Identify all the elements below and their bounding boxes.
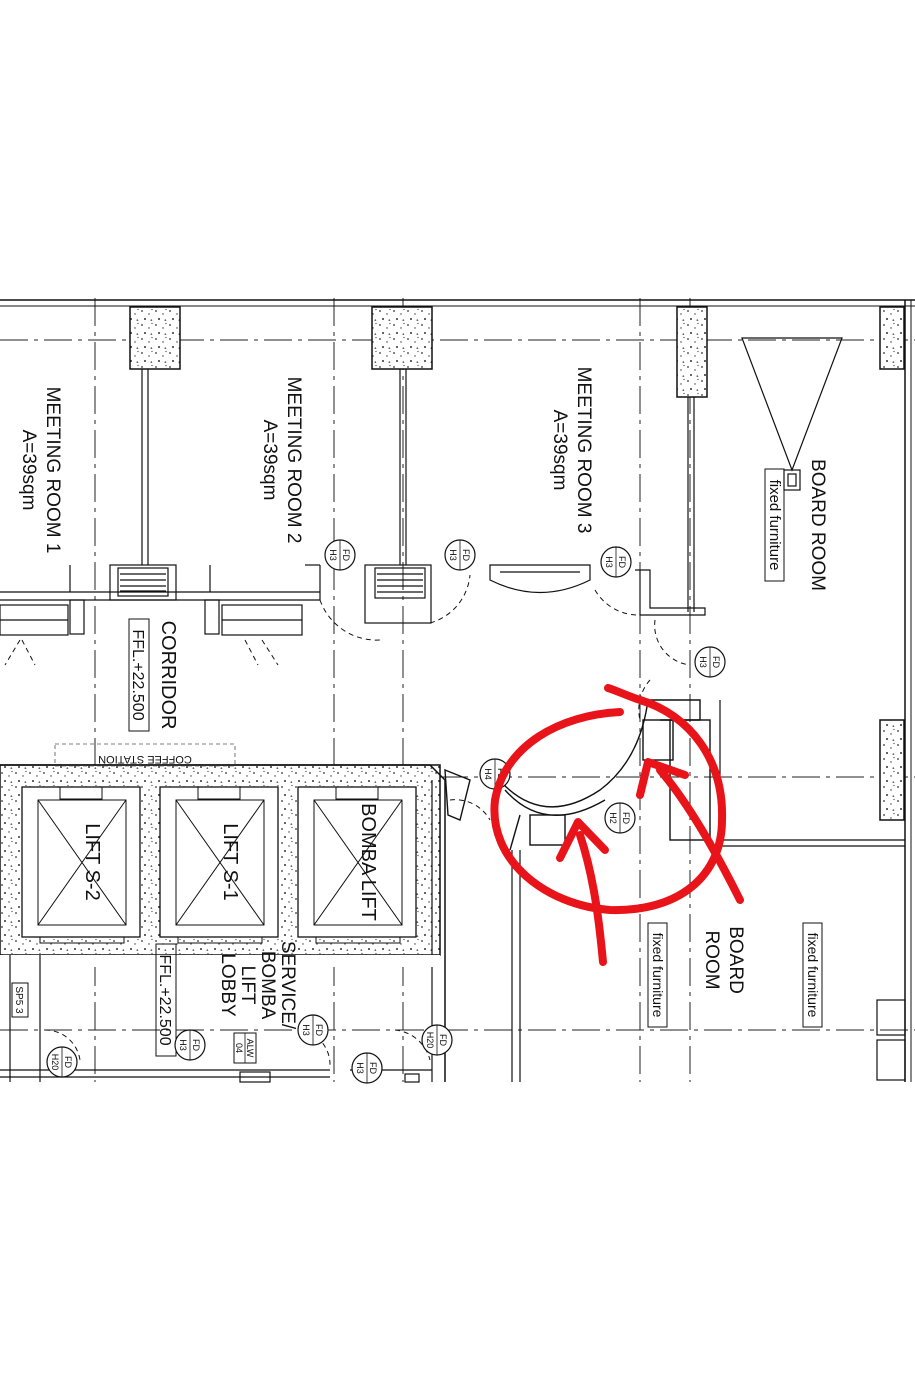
svg-text:COFFEE STATION: COFFEE STATION: [98, 753, 192, 765]
red-arrow-left: [556, 818, 609, 966]
corridor-wall: [0, 564, 706, 635]
lift-lobby-ffl-tag: FFL.+22.500: [155, 943, 177, 1057]
corridor-label: CORRIDOR: [157, 621, 179, 730]
bomba-lift-label: BOMBA LIFT: [357, 803, 379, 921]
svg-text:A=39sqm: A=39sqm: [18, 430, 39, 511]
svg-text:LIFT S-2: LIFT S-2: [81, 823, 103, 900]
door-tag-code: H3: [355, 1062, 365, 1074]
lift-s1-label: LIFT S-1: [219, 823, 241, 900]
coffee-station-label: COFFEE STATION: [98, 753, 192, 765]
svg-text:MEETING ROOM 3: MEETING ROOM 3: [573, 367, 594, 534]
meeting-room-2-label: MEETING ROOM 2 A=39sqm: [259, 377, 304, 544]
door-tag-type: FD: [341, 549, 351, 561]
lift-shaft-s1: [159, 786, 279, 938]
svg-text:A=39sqm: A=39sqm: [549, 410, 570, 491]
columns: [129, 306, 905, 821]
board-room-bottom-label: BOARD ROOM: [701, 926, 746, 994]
partition-walls: [141, 369, 695, 612]
svg-text:BOARD: BOARD: [725, 926, 746, 994]
svg-text:fixed furniture: fixed furniture: [805, 933, 821, 1018]
projector-symbol: [741, 337, 843, 491]
red-circle: [490, 684, 727, 915]
door-tag-code: H3: [178, 1039, 188, 1051]
door-tag-type: FD: [438, 1034, 448, 1046]
lift-shaft-s2: [21, 786, 141, 938]
svg-text:BOMBA: BOMBA: [257, 951, 278, 1020]
svg-text:04: 04: [234, 1043, 244, 1053]
door-tag-type: FD: [191, 1039, 201, 1051]
board-room-bottom-note-2: fixed furniture: [802, 922, 823, 1028]
svg-text:A=39sqm: A=39sqm: [259, 420, 280, 501]
board-room-top-note: fixed furniture: [764, 468, 785, 582]
door-panels: [0, 604, 303, 636]
svg-text:fixed furniture: fixed furniture: [766, 480, 783, 571]
door-tag-type: FD: [314, 1024, 324, 1036]
door-tag-type: FD: [617, 556, 627, 568]
door-tag-code: H3: [604, 556, 614, 568]
svg-text:FFL.+22.500: FFL.+22.500: [129, 629, 146, 720]
door-tag-type: FD: [63, 1056, 73, 1068]
meeting-room-1-label: MEETING ROOM 1 A=39sqm: [18, 387, 63, 554]
corridor-ffl-tag: FFL.+22.500: [128, 618, 150, 732]
svg-text:ROOM: ROOM: [701, 930, 722, 989]
door-tag-code: H3: [698, 656, 708, 668]
svg-text:LOBBY: LOBBY: [217, 953, 238, 1017]
sp-tag: SP5 3: [11, 982, 29, 1018]
door-tag-code: H20: [425, 1032, 435, 1049]
svg-text:fixed furniture: fixed furniture: [650, 933, 666, 1018]
svg-text:SP5 3: SP5 3: [13, 986, 24, 1014]
svg-text:LIFT: LIFT: [237, 965, 258, 1004]
lift-core: [0, 764, 446, 1082]
door-tag-type: FD: [461, 549, 471, 561]
door-tag-type: FD: [368, 1062, 378, 1074]
door-tag-type: FD: [711, 656, 721, 668]
board-room-top-label: BOARD ROOM: [807, 459, 828, 591]
svg-text:LIFT S-1: LIFT S-1: [219, 823, 241, 900]
door-tag-code: H2: [608, 812, 618, 824]
lift-shaft-bomba: [297, 786, 417, 938]
coffee-station-box: [54, 743, 236, 767]
svg-text:BOARD ROOM: BOARD ROOM: [807, 459, 828, 591]
red-arrow-right: [636, 758, 744, 904]
alw-tag: ALW 04: [233, 1032, 257, 1064]
svg-text:MEETING ROOM 2: MEETING ROOM 2: [283, 377, 304, 544]
board-room-bottom-note: fixed furniture: [647, 922, 668, 1028]
svg-text:MEETING ROOM 1: MEETING ROOM 1: [42, 387, 63, 554]
door-tag-code: H3: [301, 1024, 311, 1036]
door-tag-code: H4: [483, 768, 493, 780]
door-tag-type: FD: [621, 812, 631, 824]
svg-text:ALW: ALW: [245, 1039, 255, 1058]
svg-text:CORRIDOR: CORRIDOR: [157, 621, 179, 730]
svg-text:SERVICE/: SERVICE/: [277, 941, 298, 1030]
meeting-room-3-label: MEETING ROOM 3 A=39sqm: [549, 367, 594, 534]
door-tag-code: H20: [50, 1054, 60, 1071]
red-markup-annotation: [490, 684, 744, 966]
svg-text:FFL.+22.500: FFL.+22.500: [156, 954, 173, 1045]
lift-s2-label: LIFT S-2: [81, 823, 103, 900]
exterior-wall: [0, 299, 915, 1082]
door-tag-code: H3: [328, 549, 338, 561]
lift-lobby-label: SERVICE/ BOMBA LIFT LOBBY: [217, 941, 298, 1030]
svg-text:BOMBA LIFT: BOMBA LIFT: [357, 803, 379, 921]
door-tag-code: H3: [448, 549, 458, 561]
